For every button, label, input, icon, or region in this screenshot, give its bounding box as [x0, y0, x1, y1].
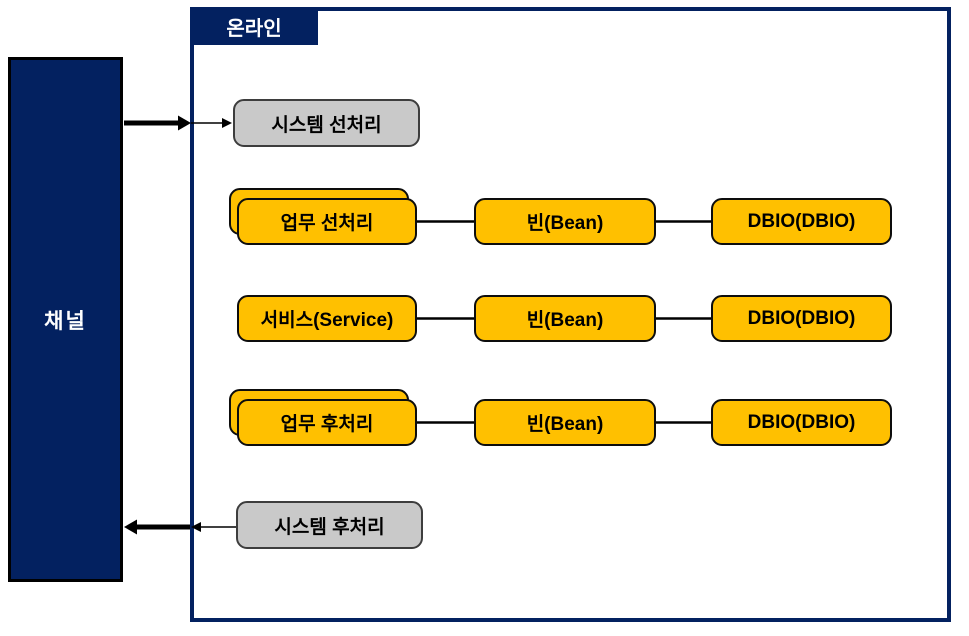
bean-box-row2: 빈(Bean): [474, 295, 656, 342]
channel-label: 채널: [44, 309, 87, 333]
system-post-label: 시스템 후처리: [274, 516, 385, 538]
channel-box: 채널: [8, 57, 123, 582]
bean-label-row2: 빈(Bean): [526, 310, 604, 331]
dbio-box-row2: DBIO(DBIO): [711, 295, 892, 342]
online-header-tab: 온라인: [190, 7, 318, 45]
system-pre-label: 시스템 선처리: [271, 114, 382, 136]
work-post-label: 업무 후처리: [280, 414, 374, 435]
system-post-box: 시스템 후처리: [236, 501, 423, 549]
dbio-label-row1: DBIO(DBIO): [747, 210, 856, 232]
work-pre-box: 업무 선처리: [237, 198, 417, 245]
dbio-label-row3: DBIO(DBIO): [747, 411, 856, 433]
dbio-label-row2: DBIO(DBIO): [747, 307, 856, 329]
online-title: 온라인: [226, 17, 282, 40]
bean-box-row1: 빈(Bean): [474, 198, 656, 245]
service-box: 서비스(Service): [237, 295, 417, 342]
service-label: 서비스(Service): [260, 310, 394, 331]
bean-label-row1: 빈(Bean): [526, 213, 604, 234]
dbio-box-row3: DBIO(DBIO): [711, 399, 892, 446]
work-post-box: 업무 후처리: [237, 399, 417, 446]
dbio-box-row1: DBIO(DBIO): [711, 198, 892, 245]
bean-box-row3: 빈(Bean): [474, 399, 656, 446]
system-pre-box: 시스템 선처리: [233, 99, 420, 147]
work-pre-label: 업무 선처리: [280, 213, 374, 234]
bean-label-row3: 빈(Bean): [526, 414, 604, 435]
